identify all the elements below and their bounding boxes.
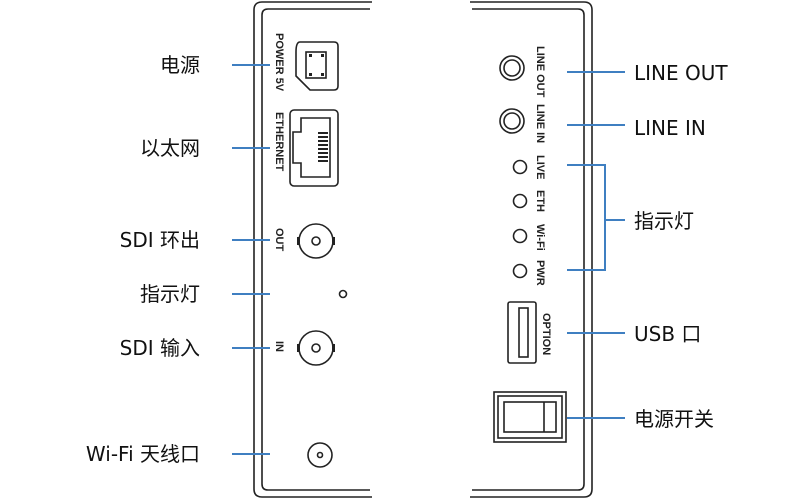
right-panel-inner: [472, 8, 585, 491]
left-panel-outer: [253, 1, 372, 498]
right-panel: LINE OUT LINE IN LIVE ETH Wi-Fi PWR OPTI…: [470, 1, 728, 498]
line-in-port-label: LINE IN: [534, 104, 546, 143]
pwr-led-label: PWR: [534, 260, 546, 286]
line-out-jack-icon: [499, 55, 525, 81]
right-leaders: [567, 71, 625, 419]
ethernet-port-label: ETHERNET: [273, 112, 285, 172]
right-panel-outer: [470, 1, 593, 498]
sdi-out-label: OUT: [273, 228, 285, 252]
option-label: OPTION: [540, 313, 552, 355]
callout-power: 电源: [160, 53, 200, 77]
power-port-icon: [295, 41, 339, 91]
callout-ethernet: 以太网: [140, 136, 200, 160]
wifi-antenna-port-icon: [307, 442, 333, 468]
indicator-led-icon: [338, 289, 348, 299]
callout-indicator: 指示灯: [140, 282, 200, 306]
left-panel: POWER 5V ETHERNET OUT IN: [86, 1, 372, 498]
pwr-led-icon: [512, 263, 528, 279]
line-in-jack-icon: [499, 108, 525, 134]
usb-port-icon: [507, 301, 537, 364]
callout-indicators: 指示灯: [634, 209, 694, 233]
callout-wifi-antenna: Wi-Fi 天线口: [86, 442, 200, 466]
wifi-led-label: Wi-Fi: [534, 224, 546, 251]
live-led-label: LIVE: [534, 155, 546, 179]
callout-sdi-out: SDI 环出: [120, 228, 200, 252]
ethernet-port-icon: [289, 109, 339, 187]
callout-line-out: LINE OUT: [634, 61, 728, 85]
line-out-port-label: LINE OUT: [534, 46, 546, 98]
sdi-in-label: IN: [273, 341, 285, 352]
wifi-led-icon: [512, 228, 528, 244]
callout-power-switch: 电源开关: [634, 407, 714, 431]
power-port-label: POWER 5V: [273, 33, 285, 92]
sdi-out-bnc-icon: [297, 223, 335, 259]
live-led-icon: [512, 159, 528, 175]
callout-line-in: LINE IN: [634, 116, 706, 140]
callout-usb: USB 口: [634, 322, 701, 346]
sdi-in-bnc-icon: [297, 330, 335, 366]
callout-sdi-in: SDI 输入: [120, 336, 200, 360]
left-leaders: [232, 64, 270, 455]
left-panel-inner: [261, 8, 370, 491]
eth-led-label: ETH: [534, 190, 546, 212]
eth-led-icon: [512, 193, 528, 209]
power-switch-icon: [493, 391, 567, 443]
